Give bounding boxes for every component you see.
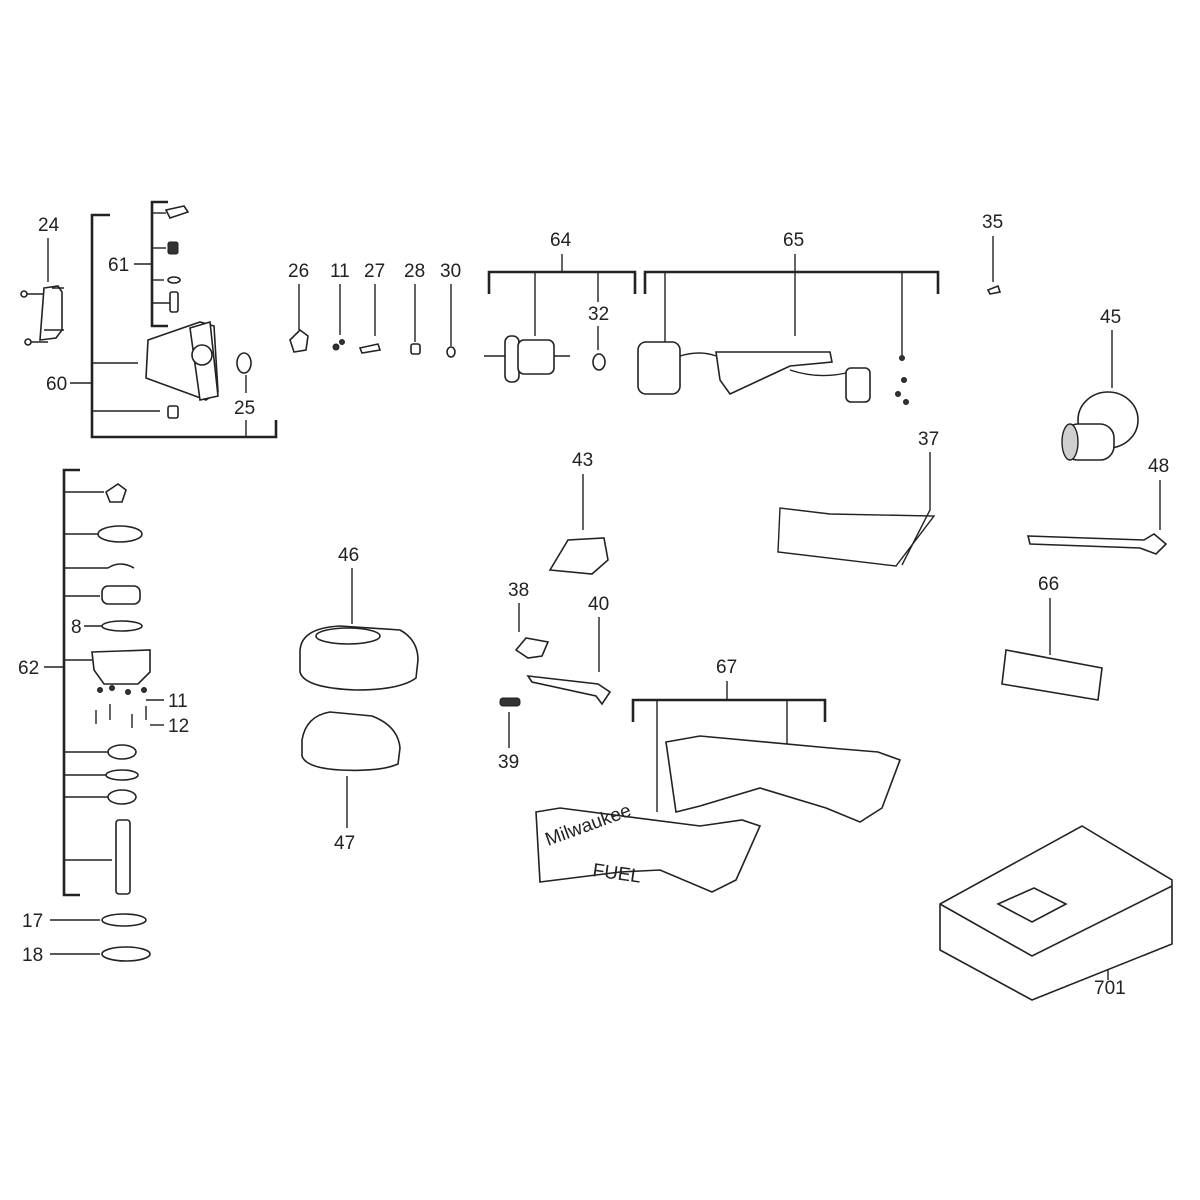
label-37: 37 — [918, 429, 939, 450]
label-24: 24 — [38, 215, 60, 236]
label-11-top: 11 — [330, 261, 350, 282]
label-62: 62 — [18, 658, 39, 679]
label-25: 25 — [234, 398, 255, 419]
label-8: 8 — [71, 617, 82, 638]
part-11-pin-b — [339, 339, 345, 345]
part-43-switch — [548, 537, 609, 575]
label-67: 67 — [716, 657, 737, 678]
label-28: 28 — [404, 261, 425, 282]
label-26: 26 — [288, 261, 309, 282]
part-25-bearing — [236, 352, 252, 374]
label-38: 38 — [508, 580, 529, 601]
part-28-nut — [410, 343, 421, 355]
part-62-spindle-assembly — [91, 483, 151, 895]
label-48: 48 — [1148, 456, 1169, 477]
part-39-spring — [499, 697, 521, 707]
label-66: 66 — [1038, 574, 1059, 595]
part-65-electronics — [637, 341, 909, 405]
part-48-wrench — [1026, 533, 1168, 555]
label-46: 46 — [338, 545, 359, 566]
part-45-side-handle — [1061, 391, 1139, 461]
label-30: 30 — [440, 261, 461, 282]
part-61-small-parts — [164, 205, 190, 313]
part-24-bracket — [20, 285, 64, 346]
part-38-lever — [514, 637, 550, 659]
label-43: 43 — [572, 450, 593, 471]
part-67-housing-right — [665, 735, 902, 823]
part-64-armature — [484, 335, 606, 383]
bracket-60 — [70, 213, 278, 439]
label-45: 45 — [1100, 307, 1121, 328]
label-27: 27 — [364, 261, 385, 282]
label-12: 12 — [168, 716, 189, 737]
part-17-flange — [101, 913, 147, 927]
label-18: 18 — [22, 945, 43, 966]
label-65: 65 — [783, 230, 804, 251]
bracket-61 — [134, 200, 170, 328]
bracket-67 — [631, 681, 827, 812]
label-32: 32 — [588, 304, 609, 325]
part-40-slider — [526, 675, 612, 706]
leader-37 — [901, 452, 931, 566]
label-64: 64 — [550, 230, 572, 251]
part-46-guard — [299, 625, 419, 691]
part-37-wire — [777, 507, 936, 567]
part-26-cap — [289, 328, 309, 353]
part-701-carrying-case — [939, 825, 1173, 1001]
bracket-62 — [44, 468, 112, 897]
part-18-flange — [101, 946, 151, 962]
part-11-pin — [332, 343, 340, 351]
label-39: 39 — [498, 752, 519, 773]
label-701: 701 — [1094, 978, 1126, 999]
part-67-housing-left: Milwaukee FUEL — [535, 800, 762, 893]
label-61: 61 — [108, 255, 129, 276]
bracket-64 — [487, 254, 637, 350]
part-60-gear-housing — [145, 320, 219, 419]
part-27-screw — [358, 343, 382, 354]
part-47-guard-lower — [301, 711, 401, 772]
label-40: 40 — [588, 594, 609, 615]
part-35-screw — [986, 284, 1002, 295]
label-35: 35 — [982, 212, 1003, 233]
label-11-bottom: 11 — [168, 691, 188, 712]
label-60: 60 — [46, 374, 67, 395]
label-17: 17 — [22, 911, 43, 932]
bracket-65 — [643, 254, 940, 355]
part-66-label-plate — [1001, 649, 1103, 701]
part-30-ring — [446, 346, 456, 358]
label-47: 47 — [334, 833, 355, 854]
